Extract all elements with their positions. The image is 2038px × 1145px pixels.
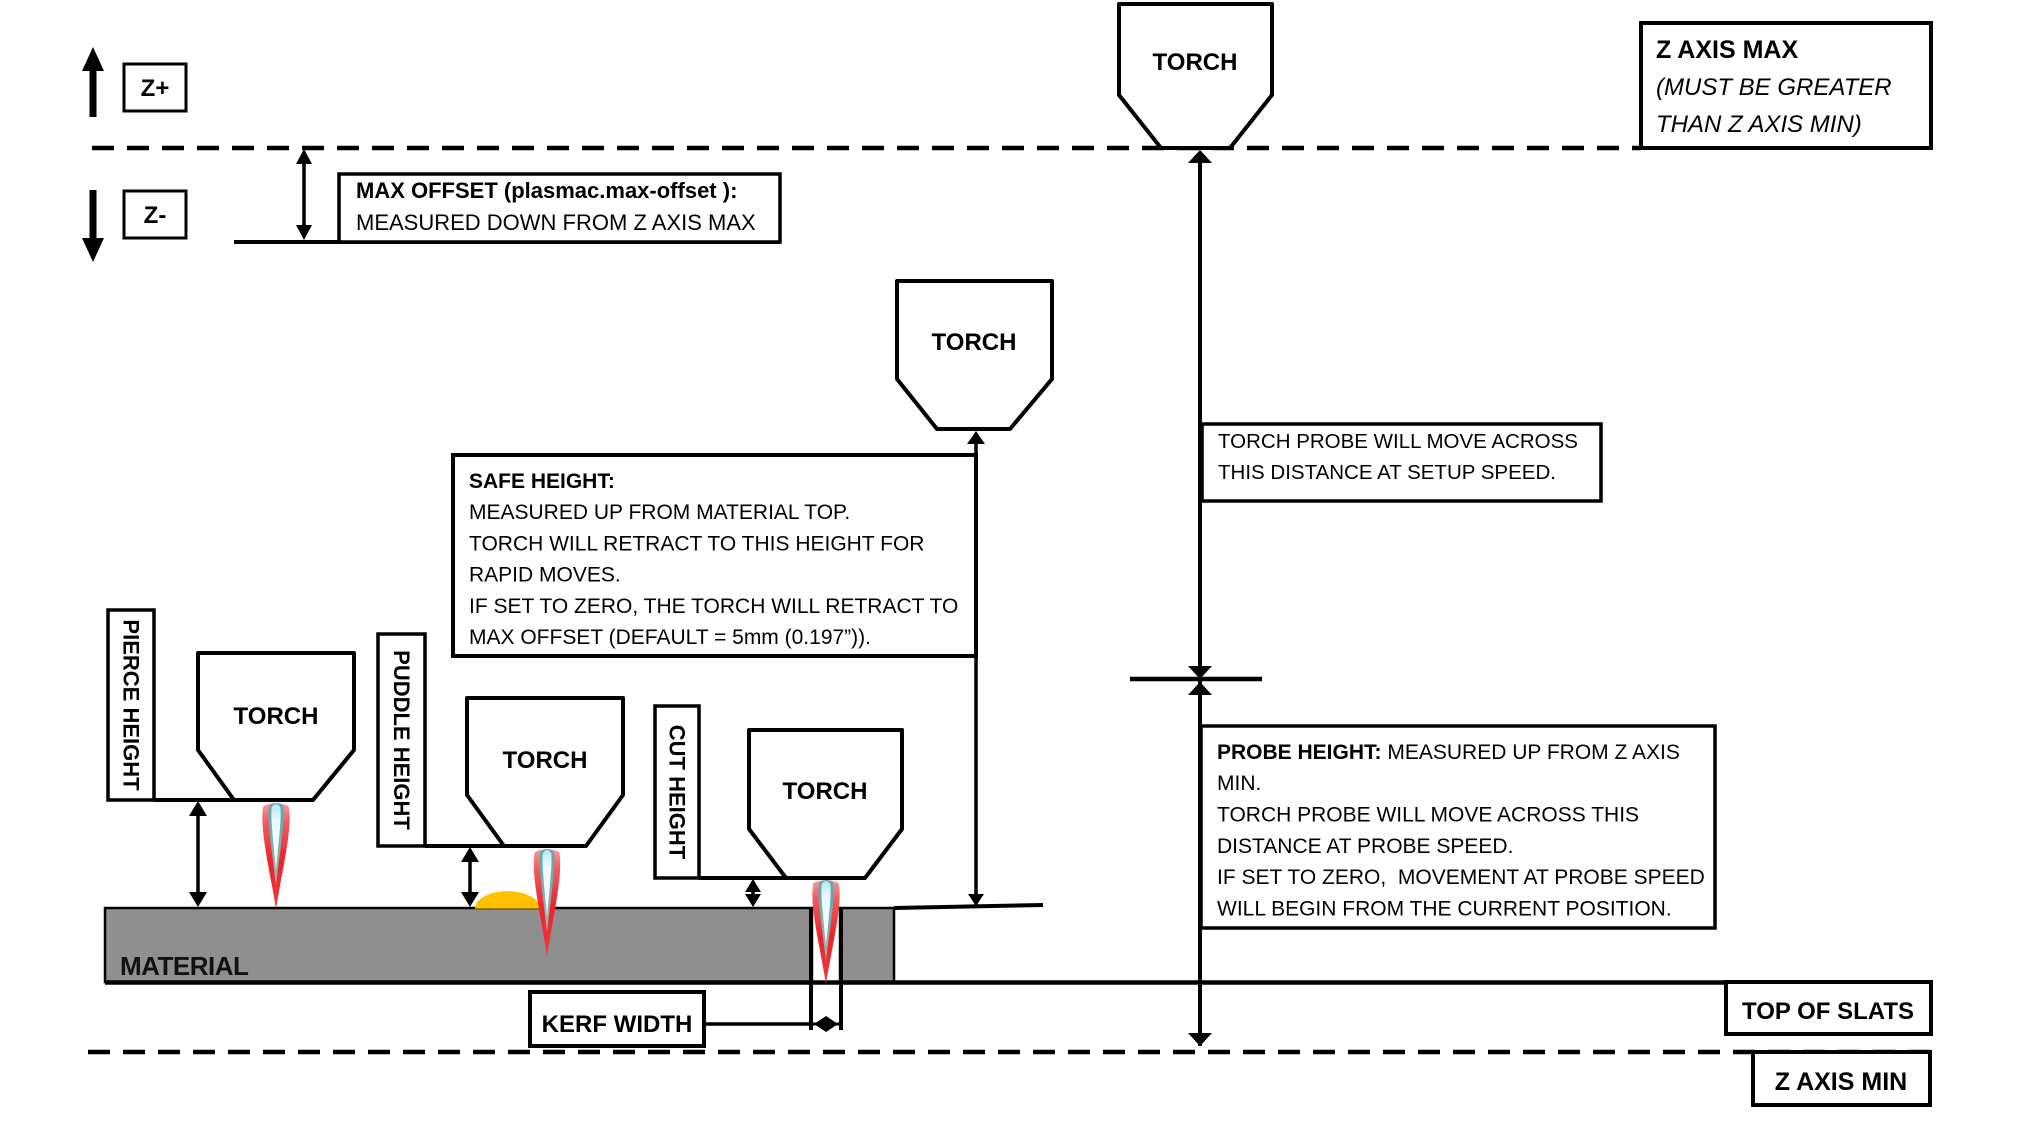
- svg-text:THAN Z AXIS MIN): THAN Z AXIS MIN): [1656, 111, 1862, 138]
- svg-text:Z-: Z-: [144, 202, 167, 229]
- svg-text:THIS DISTANCE AT SETUP SPEED.: THIS DISTANCE AT SETUP SPEED.: [1218, 461, 1556, 484]
- svg-text:TORCH PROBE WILL MOVE ACROSS T: TORCH PROBE WILL MOVE ACROSS THIS: [1217, 803, 1639, 826]
- svg-text:PIERCE HEIGHT: PIERCE HEIGHT: [119, 619, 144, 791]
- svg-text:MEASURED UP FROM MATERIAL TOP.: MEASURED UP FROM MATERIAL TOP.: [469, 501, 850, 524]
- svg-text:(MUST BE GREATER: (MUST BE GREATER: [1656, 74, 1892, 101]
- svg-text:Z AXIS MIN: Z AXIS MIN: [1775, 1068, 1907, 1096]
- svg-text:TOP OF SLATS: TOP OF SLATS: [1742, 998, 1914, 1025]
- svg-text:MIN.: MIN.: [1217, 772, 1261, 795]
- svg-text:TORCH WILL RETRACT TO THIS HEI: TORCH WILL RETRACT TO THIS HEIGHT FOR: [469, 532, 924, 555]
- svg-text:SAFE HEIGHT:: SAFE HEIGHT:: [469, 470, 615, 493]
- svg-text:MAX OFFSET (plasmac.max-offset: MAX OFFSET (plasmac.max-offset ):: [356, 178, 737, 203]
- svg-text:RAPID MOVES.: RAPID MOVES.: [469, 564, 621, 587]
- svg-text:MEASURED DOWN FROM Z AXIS MAX: MEASURED DOWN FROM Z AXIS MAX: [356, 210, 756, 235]
- svg-text:Z AXIS MAX: Z AXIS MAX: [1656, 36, 1798, 64]
- svg-text:TORCH: TORCH: [932, 329, 1017, 356]
- svg-text:KERF WIDTH: KERF WIDTH: [542, 1011, 693, 1038]
- svg-text:WILL BEGIN FROM THE CURRENT PO: WILL BEGIN FROM THE CURRENT POSITION.: [1217, 898, 1672, 921]
- svg-text:Z+: Z+: [141, 75, 170, 102]
- svg-text:TORCH: TORCH: [234, 703, 319, 730]
- svg-text:TORCH PROBE WILL MOVE ACROSS: TORCH PROBE WILL MOVE ACROSS: [1218, 430, 1578, 453]
- svg-text:MAX OFFSET (DEFAULT = 5mm (0.1: MAX OFFSET (DEFAULT = 5mm (0.197”)).: [469, 626, 871, 649]
- svg-text:MATERIAL: MATERIAL: [120, 951, 249, 981]
- svg-text:PROBE HEIGHT: MEASURED UP FROM: PROBE HEIGHT: MEASURED UP FROM Z AXIS: [1217, 741, 1680, 764]
- svg-text:PUDDLE HEIGHT: PUDDLE HEIGHT: [389, 650, 414, 830]
- svg-text:IF SET TO ZERO, THE TORCH WILL: IF SET TO ZERO, THE TORCH WILL RETRACT T…: [469, 595, 958, 618]
- svg-text:TORCH: TORCH: [1153, 49, 1238, 76]
- svg-text:TORCH: TORCH: [503, 747, 588, 774]
- svg-text:CUT HEIGHT: CUT HEIGHT: [665, 725, 690, 860]
- svg-text:IF SET TO ZERO, MOVEMENT AT P: IF SET TO ZERO, MOVEMENT AT PROBE SPEED: [1217, 866, 1705, 889]
- svg-text:DISTANCE AT PROBE SPEED.: DISTANCE AT PROBE SPEED.: [1217, 835, 1513, 858]
- svg-text:TORCH: TORCH: [783, 778, 868, 805]
